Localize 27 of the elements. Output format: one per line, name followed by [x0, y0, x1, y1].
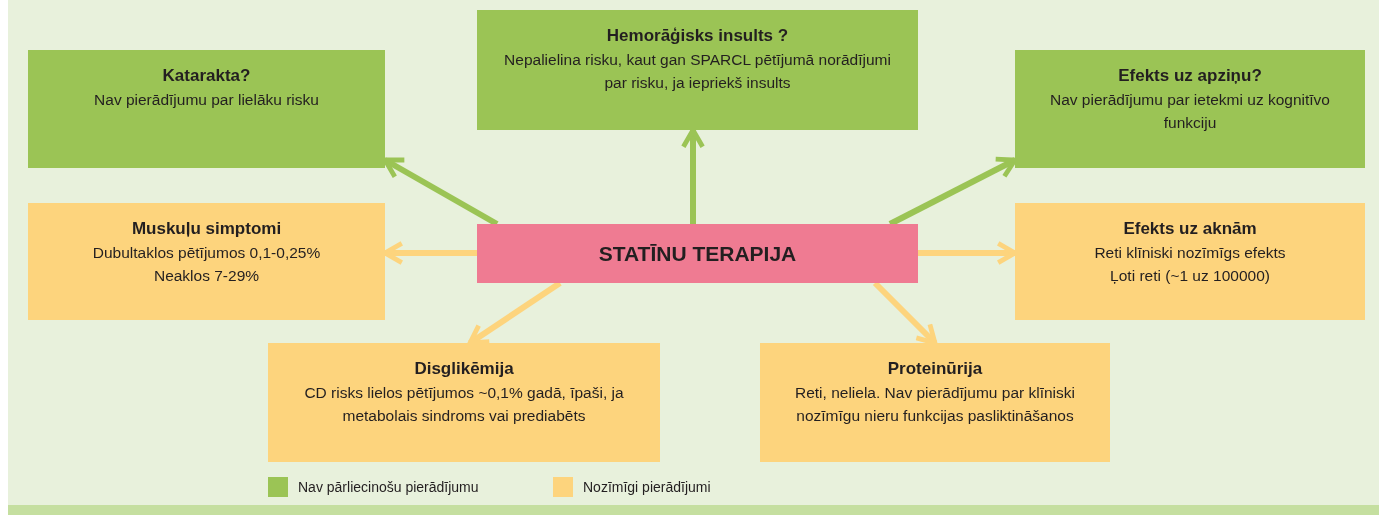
box-text: Neaklos 7-29% [153, 266, 260, 286]
info-box [28, 203, 385, 320]
box-heading: Efekts uz aknām [1123, 218, 1257, 240]
info-box [760, 343, 1110, 462]
info-box [1015, 203, 1365, 320]
box-heading: Efekts uz apziņu? [1118, 65, 1262, 87]
box-text: CD risks lielos pētījumos ~0,1% gadā, īpaši, ja metabolais sindroms vai prediabēts [303, 383, 625, 426]
info-box [477, 10, 918, 130]
info-box [268, 343, 660, 462]
box-text: Dubultaklos pētījumos 0,1-0,25% [92, 243, 321, 263]
box-text: Reti, neliela. Nav pierādījumu par klīniski nozīmīgu nieru funkcijas pasliktināšanos [794, 383, 1076, 426]
info-box [1015, 50, 1365, 168]
central-box [477, 224, 918, 283]
legend-label: Nozīmīgi pierādījumi [583, 479, 711, 495]
box-text: Reti klīniski nozīmīgs efekts [1094, 243, 1286, 263]
box-text: Nav pierādījumu par ietekmi uz kognitīvo funkciju [1049, 90, 1331, 133]
legend-label: Nav pārliecinošu pierādījumu [298, 479, 479, 495]
box-heading: Muskuļu simptomi [131, 218, 282, 240]
box-text: Ļoti reti (~1 uz 100000) [1110, 266, 1270, 286]
box-heading: STATĪNU TERAPIJA [598, 241, 797, 266]
box-heading: Proteinūrija [887, 358, 983, 380]
info-box [28, 50, 385, 168]
box-text: Nav pierādījumu par lielāku risku [94, 90, 319, 110]
box-heading: Hemorāģisks insults ? [606, 25, 789, 47]
box-heading: Katarakta? [162, 65, 251, 87]
box-text: Nepalielina risku, kaut gan SPARCL pētījumā norādījumi par risku, ja iepriekš insults [503, 50, 892, 93]
box-heading: Disglikēmija [414, 358, 514, 380]
